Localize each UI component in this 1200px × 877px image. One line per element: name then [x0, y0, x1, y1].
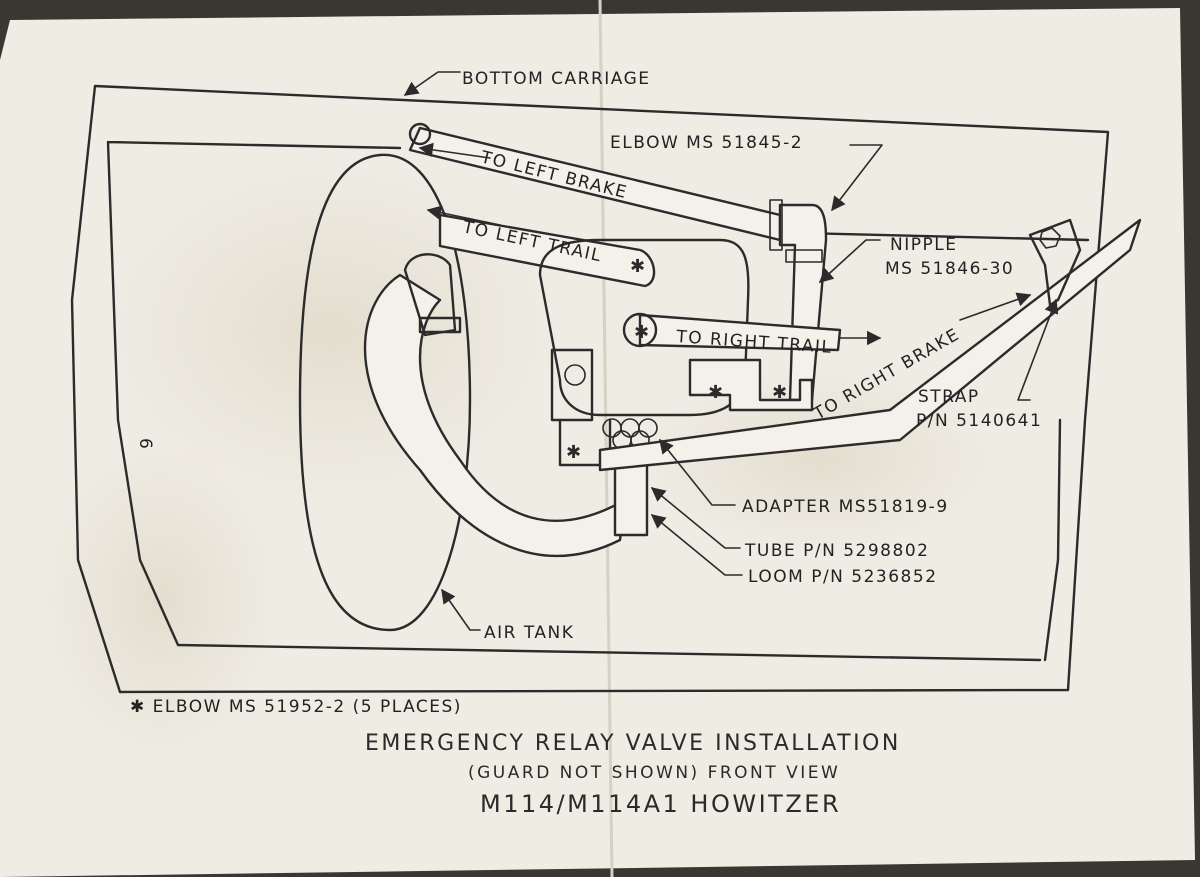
strap-bolt — [1039, 227, 1061, 249]
label-air-tank: AIR TANK — [484, 623, 574, 643]
label-loom: LOOM P/N 5236852 — [748, 567, 938, 587]
hose-elbow-top — [403, 253, 457, 337]
label-nipple-part: MS 51846-30 — [885, 259, 1014, 279]
title-line-3: M114/M114A1 HOWITZER — [480, 790, 841, 818]
elbow-clamp — [769, 199, 783, 251]
svg-text:✱: ✱ — [708, 382, 723, 403]
hose-loop — [363, 273, 627, 558]
label-strap-part: P/N 5140641 — [916, 411, 1042, 431]
label-nipple: NIPPLE — [890, 235, 957, 255]
label-tube: TUBE P/N 5298802 — [744, 541, 929, 561]
label-elbow-note: ✱ ELBOW MS 51952-2 (5 PLACES) — [130, 697, 462, 717]
carriage-frame-outer — [70, 84, 1110, 694]
paper-stain — [40, 440, 280, 760]
leader-lines — [403, 71, 1059, 631]
label-side-mark: 6 — [135, 438, 155, 450]
svg-text:✱: ✱ — [566, 442, 581, 463]
carriage-frame-inner-right — [1043, 418, 1062, 662]
hose-right-brake — [598, 218, 1142, 472]
label-bottom-carriage: BOTTOM CARRIAGE — [462, 69, 651, 89]
left-bracket — [558, 418, 612, 467]
valve-fitting-left — [550, 348, 594, 422]
relay-valve-body — [538, 238, 750, 417]
nipple-clamp — [785, 249, 823, 263]
svg-text:✱: ✱ — [630, 256, 645, 277]
label-strap: STRAP — [918, 387, 980, 407]
air-tank — [298, 153, 472, 632]
label-adapter: ADAPTER MS51819-9 — [742, 497, 949, 517]
right-trail-fitting — [622, 312, 658, 348]
hose-clamp — [418, 316, 462, 334]
svg-text:✱: ✱ — [772, 382, 787, 403]
label-elbow-top: ELBOW MS 51845-2 — [610, 133, 803, 153]
title-line-2: (GUARD NOT SHOWN) FRONT VIEW — [468, 763, 840, 783]
paper-fold — [598, 0, 614, 877]
elbow-star-marks: ✱ ✱ ✱ ✱ ✱ — [566, 256, 787, 463]
lower-right-pipe — [688, 358, 814, 412]
hose-right-trail — [638, 313, 842, 352]
hose-left-trail — [438, 213, 656, 288]
valve-plug — [564, 364, 586, 386]
title-line-1: EMERGENCY RELAY VALVE INSTALLATION — [365, 731, 901, 756]
svg-text:✱: ✱ — [634, 322, 649, 343]
